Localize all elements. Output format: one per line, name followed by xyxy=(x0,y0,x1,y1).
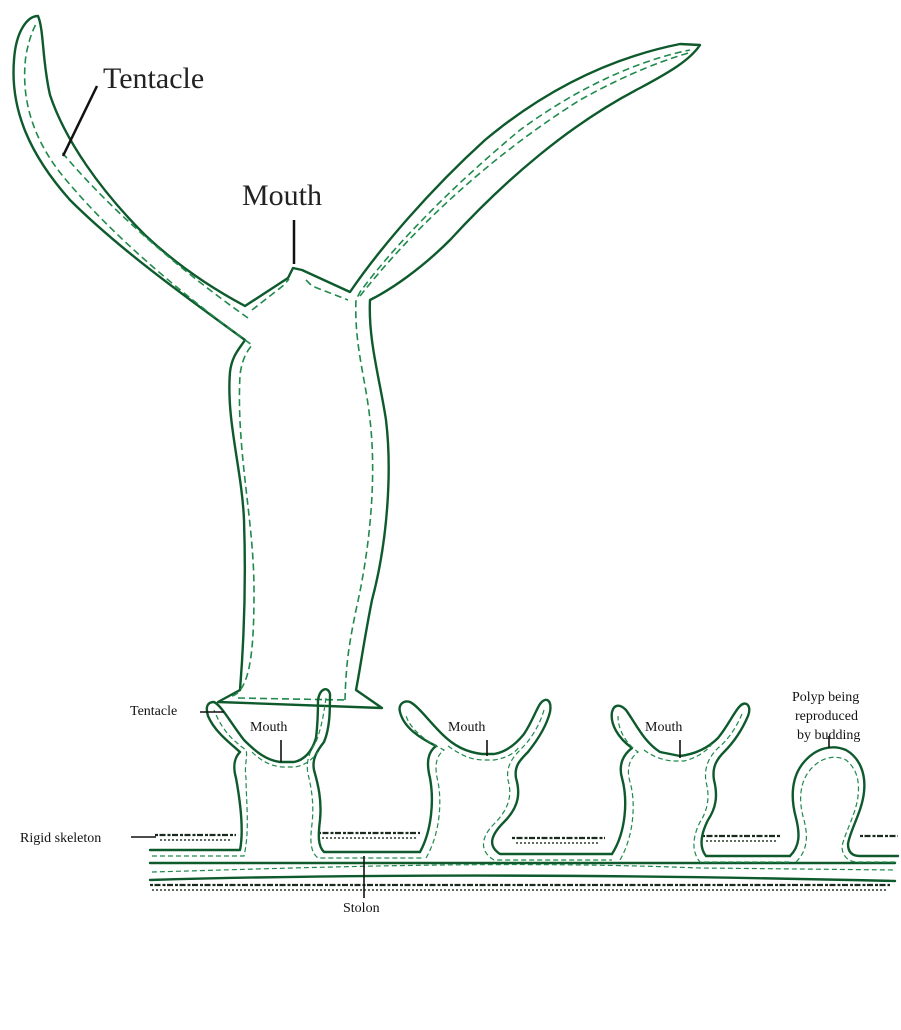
colony-tentacle-label: Tentacle xyxy=(130,704,177,719)
tentacle-label: Tentacle xyxy=(103,62,204,95)
polyp-inner-layer xyxy=(25,24,254,696)
colony-mouth-label-2: Mouth xyxy=(448,720,485,735)
mouth-label: Mouth xyxy=(242,179,322,212)
polyp-inner-tentacle-right-top xyxy=(360,52,692,296)
polyp-budding-label-line1: Polyp being xyxy=(792,690,859,705)
stolon-lower-wall xyxy=(150,876,895,881)
colony-polyp-2 xyxy=(400,700,612,854)
colony-mouth-label-3: Mouth xyxy=(645,720,682,735)
colony-mouth-label-1: Mouth xyxy=(250,720,287,735)
polyp-budding-label-line3: by budding xyxy=(797,728,860,743)
stolon-inner-layer xyxy=(152,865,895,872)
colony: Tentacle Mouth Mouth Mouth Polyp being r… xyxy=(20,689,898,916)
colony-polyp-3 xyxy=(612,704,790,856)
colony-polyp-1 xyxy=(150,689,420,852)
rigid-skeleton-label: Rigid skeleton xyxy=(20,831,101,846)
stolon-label: Stolon xyxy=(343,901,380,916)
polyp-inner-layer-right xyxy=(345,50,690,700)
single-polyp: Tentacle Mouth xyxy=(13,16,700,708)
polyp-body-outline xyxy=(13,16,700,708)
polyp-budding-label-line2: reproduced xyxy=(795,709,858,724)
tentacle-pointer xyxy=(63,86,97,156)
